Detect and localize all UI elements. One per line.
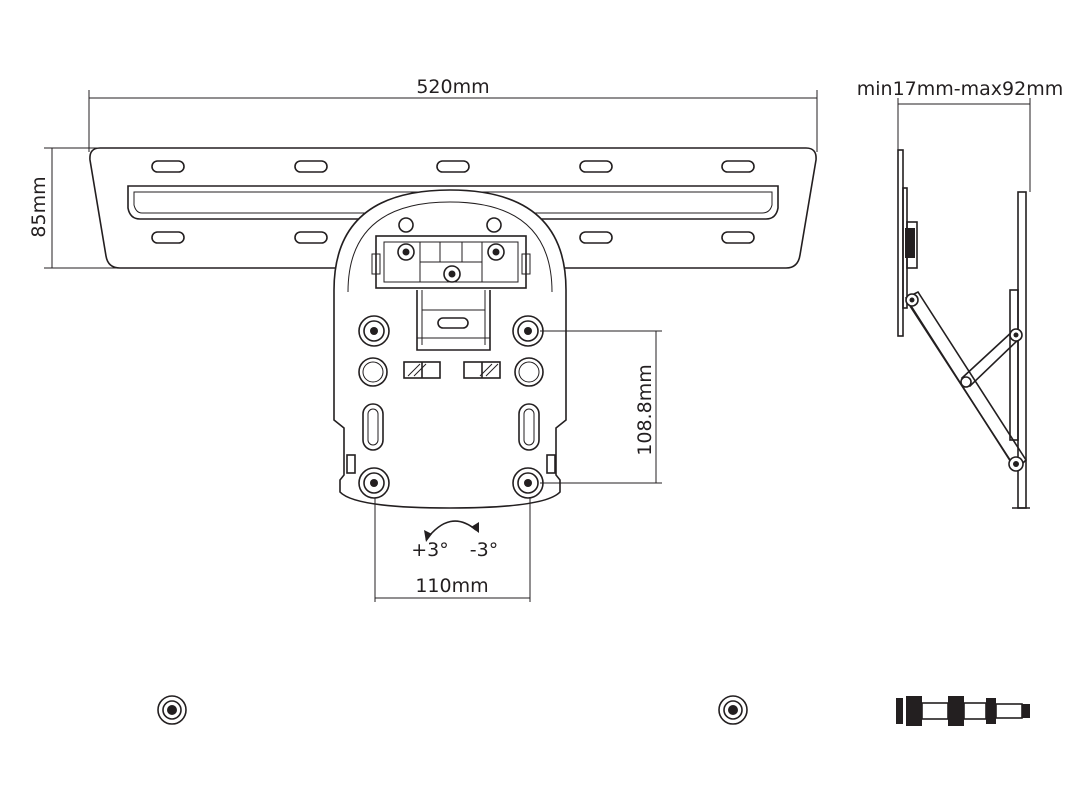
horizontal-spacing-label: 110mm	[415, 575, 488, 597]
mounting-plate	[333, 189, 567, 509]
side-view	[897, 149, 1030, 509]
accessory-washer-left	[157, 695, 187, 725]
tilt-plus-label: +3°	[411, 539, 449, 561]
tilt-indicator: +3° -3°	[411, 520, 498, 561]
depth-label: min17mm-max92mm	[857, 78, 1063, 100]
horizontal-spacing-dimension: 110mm	[374, 498, 531, 602]
center-latch	[416, 290, 491, 351]
width-dimension: 520mm	[88, 76, 818, 152]
depth-dimension: min17mm-max92mm	[857, 78, 1063, 192]
vertical-spacing-label: 108.8mm	[634, 364, 656, 455]
clip-right	[463, 361, 501, 379]
vesa-bolt-bottom-right	[512, 467, 544, 499]
height-dimension: 85mm	[28, 147, 120, 269]
hook-bracket	[371, 235, 531, 289]
height-label: 85mm	[28, 176, 50, 237]
tilt-minus-label: -3°	[470, 539, 498, 561]
accessory-washer-right	[718, 695, 748, 725]
clip-left	[403, 361, 441, 379]
rail-slots-top	[151, 160, 755, 173]
wall-rail	[89, 147, 817, 269]
vesa-bolt-top-right	[512, 315, 544, 347]
rail-slots-bottom	[151, 231, 755, 244]
vesa-bolt-top-left	[358, 315, 390, 347]
width-label: 520mm	[416, 76, 489, 98]
accessory-bolt	[896, 696, 1030, 726]
vertical-spacing-dimension: 108.8mm	[540, 330, 662, 484]
vesa-bolt-bottom-left	[358, 467, 390, 499]
